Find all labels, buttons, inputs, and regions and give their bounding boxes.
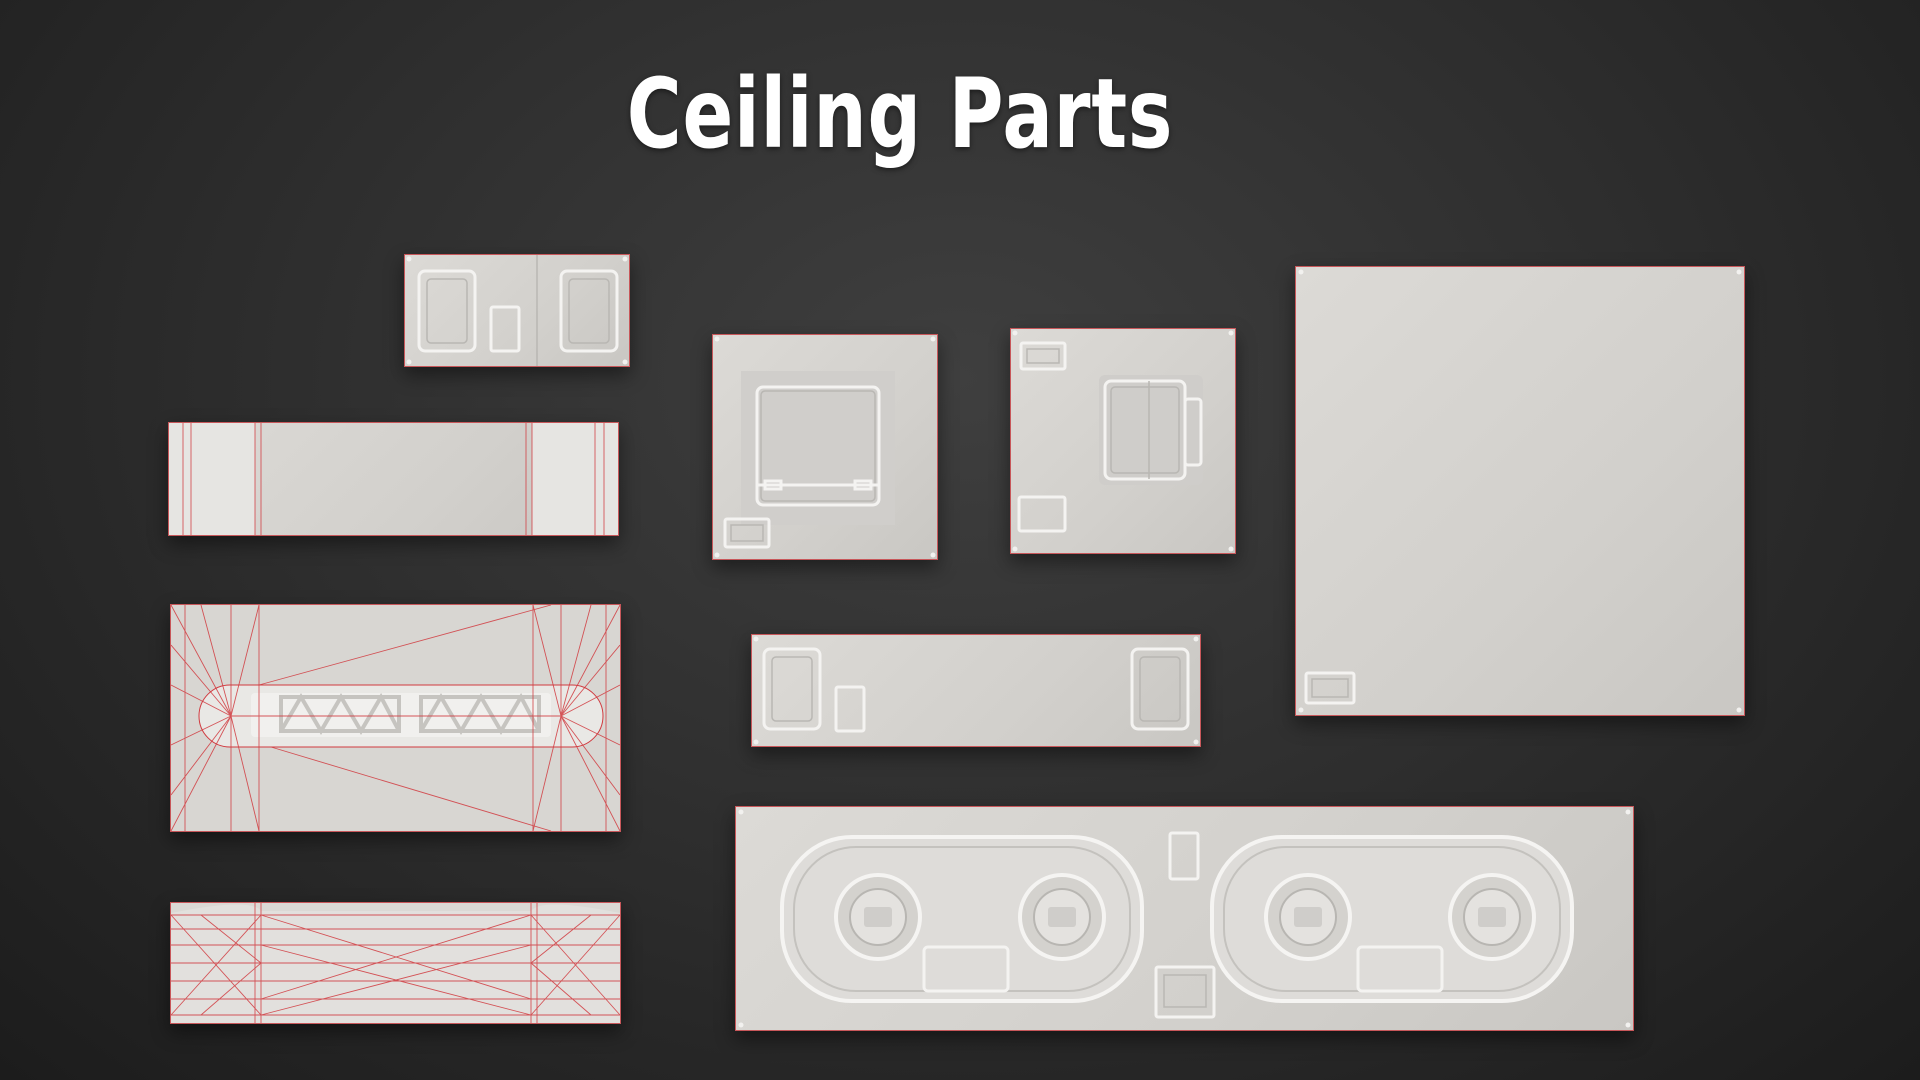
ceiling-part-square-hatch-panel bbox=[1010, 328, 1236, 554]
ceiling-part-large-plain-panel bbox=[1295, 266, 1745, 716]
ceiling-part-double-light-panel bbox=[735, 806, 1634, 1031]
ceiling-part-flat-strip-panel bbox=[168, 422, 619, 536]
ceiling-part-square-light-panel bbox=[712, 334, 938, 560]
ceiling-part-curved-channel-panel bbox=[170, 902, 621, 1024]
ceiling-part-truss-channel-panel bbox=[170, 604, 621, 832]
page-title: Ceiling Parts bbox=[626, 58, 1174, 170]
ceiling-part-small-vent-panel bbox=[404, 254, 630, 367]
ceiling-part-long-vent-panel bbox=[751, 634, 1201, 747]
